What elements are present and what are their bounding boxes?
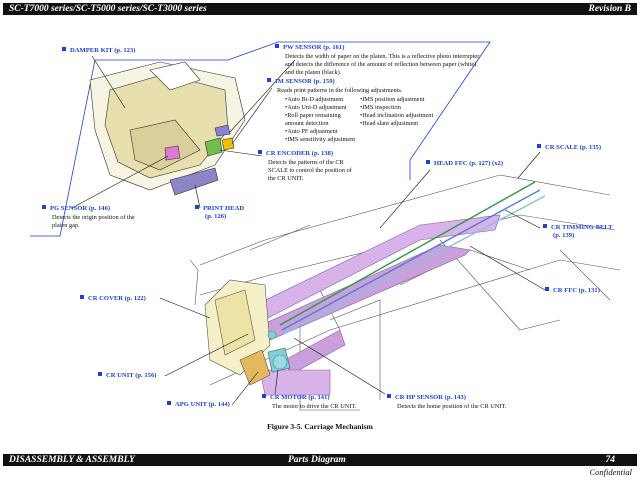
head-ffc [244,214,501,396]
bullet-square-icon [543,224,547,228]
pg-sensor-part [164,145,181,161]
print-head-drawing [89,61,246,196]
label-cr-encoder: CR ENCODER (p. 138) [258,150,333,158]
bullet-square-icon [275,44,279,48]
bullet-square-icon [537,144,541,148]
header-title: SC-T7000 series/SC-T5000 series/SC-T3000… [9,4,207,14]
desc-cr-motor: The motor to drive the CR UNIT. [272,403,357,410]
footer-section: DISASSEMBLY & ASSEMBLY [9,455,135,465]
bullet-square-icon [42,205,46,209]
label-head-ffc: HEAD FFC (p. 127) (x2) [426,160,503,168]
label-damper-kit: DAMPER KIT (p. 123) [62,47,135,55]
page-header: SC-T7000 series/SC-T5000 series/SC-T3000… [3,3,637,15]
label-cr-scale: CR SCALE (p. 135) [537,144,601,152]
bullet-square-icon [545,287,549,291]
bullet-square-icon [426,160,430,164]
label-cr-timming-belt: CR TIMMING BELT [543,224,613,232]
bullet-square-icon [62,47,66,51]
confidential-mark: Confidential [589,467,633,477]
pw-sensor-part [214,124,231,137]
label-cr-motor: CR MOTOR (p. 141) [262,394,330,402]
label-pg-sensor: PG SENSOR (p. 146) [42,205,110,213]
cr-scale-belt [279,181,546,335]
label-cr-ffc: CR FFC (p. 131) [545,287,600,295]
im-adjustments-left: •Auto Bi-D adjustment •Auto Uni-D adjust… [285,96,356,143]
bullet-square-icon [267,78,271,82]
header-revision: Revision B [588,4,632,14]
bullet-square-icon [262,394,266,398]
desc-im-sensor: Reads print patterns in the following ad… [277,87,403,94]
footer-chapter: Parts Diagram [288,455,346,465]
im-sensor-part [221,137,235,151]
page-footer: DISASSEMBLY & ASSEMBLY Parts Diagram 74 [3,454,637,466]
bullet-square-icon [195,205,199,209]
label-cr-cover: CR COVER (p. 122) [80,295,146,303]
desc-cr-hp-sensor: Detects the home position of the CR UNIT… [397,403,507,410]
label-im-sensor: IM SENSOR (p. 159) [267,78,335,86]
label-print-head: PRINT HEAD [195,205,244,213]
cr-encoder-part [204,137,223,157]
label-apg-unit: APG UNIT (p. 144) [167,401,230,409]
label-print-head-page: (p. 126) [205,213,227,220]
im-adjustments-right: •IMS position adjustment •IMS inspection… [360,96,434,127]
label-cr-hp-sensor: CR HP SENSOR (p. 143) [387,394,466,402]
inset-callout-line-left [30,59,228,237]
label-pw-sensor: PW SENSOR (p. 161) [275,44,344,52]
bullet-square-icon [98,372,102,376]
figure-caption: Figure 3-5. Carriage Mechanism [267,422,373,431]
desc-pg-sensor: Detects the origin position of the plate… [52,214,135,229]
footer-page-number: 74 [605,455,616,465]
bullet-square-icon [167,401,171,405]
bullet-square-icon [387,394,391,398]
inset-callout-line-right [227,41,491,180]
label-cr-unit: CR UNIT (p. 156) [98,372,156,380]
desc-cr-encoder: Detects the patterns of the CR SCALE to … [268,159,352,182]
bullet-square-icon [258,150,262,154]
label-cr-timming-belt-page: (p. 139) [553,232,575,239]
carriage-unit [204,279,291,386]
bullet-square-icon [80,295,84,299]
desc-pw-sensor: Detects the width of paper on the platen… [285,53,480,76]
print-head-part [169,167,219,196]
